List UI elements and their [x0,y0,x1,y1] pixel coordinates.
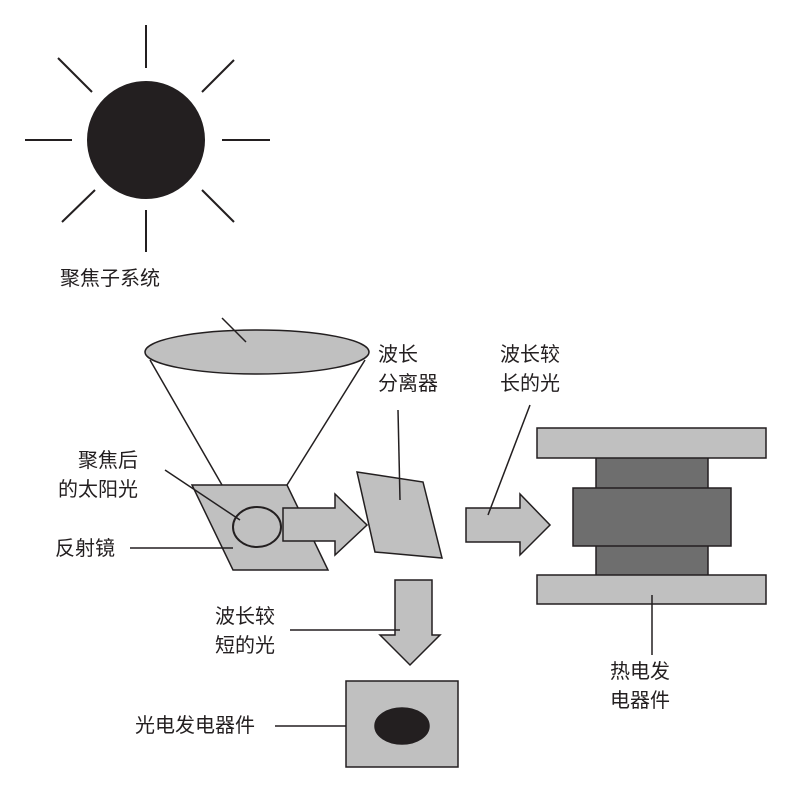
label-photovoltaic: 光电发电器件 [135,713,255,737]
long-wave-arrow [465,404,552,557]
arrow-to-splitter [282,492,369,557]
wavelength-splitter [356,409,443,559]
reflector [130,469,330,571]
photovoltaic-device [275,680,459,768]
label-thermo-line2: 电器件 [610,688,670,712]
label-focusing-subsystem: 聚焦子系统 [60,266,160,290]
short-wave-arrow [290,579,442,667]
label-long-wave-line2: 长的光 [500,371,560,395]
label-reflector: 反射镜 [55,536,115,560]
label-splitter-line1: 波长 [378,342,418,366]
label-focused-light-line2: 的太阳光 [58,477,138,501]
label-splitter-line2: 分离器 [378,371,438,395]
label-short-wave-line2: 短的光 [215,633,275,657]
label-short-wave-line1: 波长较 [215,604,275,628]
label-thermo-line1: 热电发 [610,659,670,683]
label-focused-light-line1: 聚焦后 [78,448,138,472]
label-long-wave-line1: 波长较 [500,342,560,366]
focusing-lens [144,317,370,486]
sun-icon [25,25,270,252]
thermoelectric-device [536,427,767,655]
